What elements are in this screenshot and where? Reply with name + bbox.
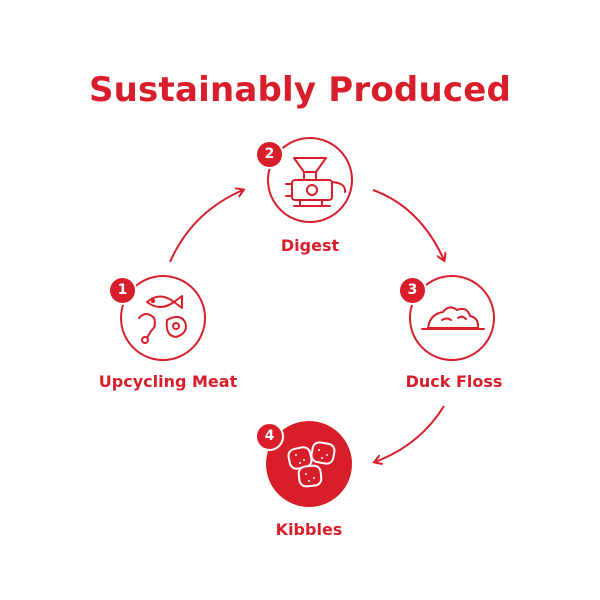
grinder-icon xyxy=(285,157,347,207)
arrow-2-to-3 xyxy=(372,189,444,260)
page-title: Sustainably Produced xyxy=(88,70,512,110)
step-2-badge: 2 xyxy=(255,140,284,169)
step-1-label: Upcycling Meat xyxy=(98,372,238,391)
step-2-label: Digest xyxy=(280,236,340,255)
step-3-label: Duck Floss xyxy=(405,372,503,391)
step-4-badge: 4 xyxy=(255,422,284,451)
step-4-label: Kibbles xyxy=(275,520,343,539)
step-3-badge: 3 xyxy=(398,276,427,305)
arrow-1-to-2 xyxy=(169,190,243,263)
kibbles-icon xyxy=(287,441,336,488)
floss-pile-icon xyxy=(421,306,485,330)
step-1-badge: 1 xyxy=(108,276,137,305)
arrow-3-to-4 xyxy=(375,405,445,462)
step-3-circle xyxy=(409,275,495,361)
meat-fish-icon xyxy=(138,295,187,344)
